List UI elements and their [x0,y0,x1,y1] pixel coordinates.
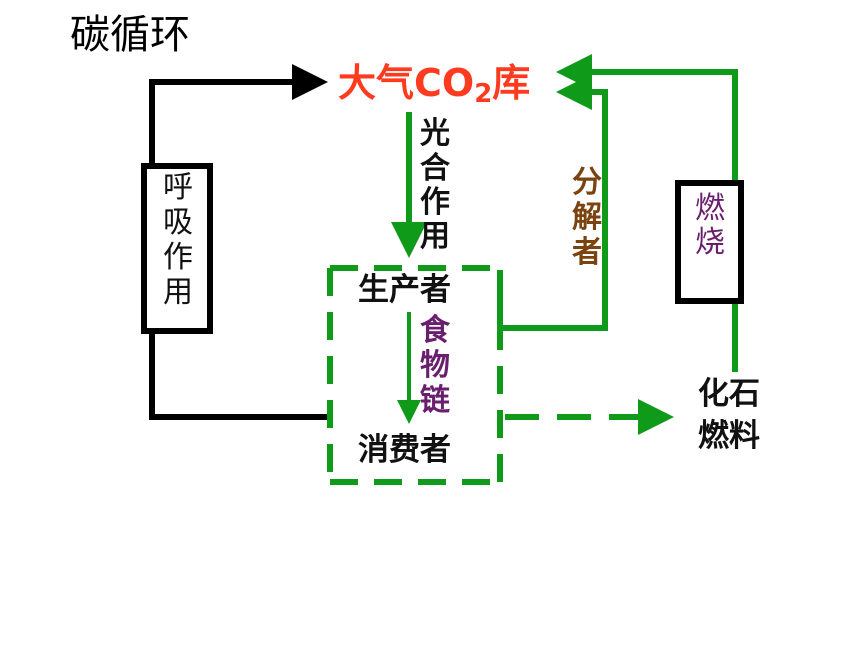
consumer-node: 消费者 [358,432,451,468]
decomposer-char-1: 分 [572,165,602,200]
producer-node: 生产者 [358,272,451,308]
fossil-fuel-node-line2: 燃料 [698,418,760,454]
combustion-char-1: 燃 [695,191,725,226]
respiration-char-2: 吸 [163,205,193,240]
respiration-label-box [141,163,213,334]
atmosphere-label-main: 大气CO [338,61,474,105]
diagram-title: 碳循环 [70,12,190,58]
food-chain-char-3: 链 [420,383,450,418]
photosynthesis-char-3: 作 [420,185,450,220]
photosynthesis-char-4: 用 [420,219,450,254]
biotic-community-dashed-box [327,265,503,485]
atmosphere-label-tail: 库 [492,61,530,105]
atmosphere-label-sub: 2 [474,79,492,109]
combustion-char-2: 烧 [695,225,725,260]
food-chain-char-2: 物 [420,348,450,383]
food-chain-char-1: 食 [420,313,451,348]
photosynthesis-char-2: 合 [420,151,450,186]
combustion-label-box [675,180,744,304]
decomposer-arrow [497,74,608,331]
decomposer-char-2: 解 [572,200,602,235]
decomposer-char-3: 者 [572,235,602,270]
respiration-char-3: 作 [163,240,193,275]
fossil-fuel-node-line1: 化石 [698,376,760,412]
atmosphere-co2-node: 大气CO2库 [338,61,530,109]
respiration-char-1: 呼 [163,170,193,205]
photosynthesis-char-1: 光 [420,116,450,151]
respiration-char-4: 用 [163,275,193,310]
